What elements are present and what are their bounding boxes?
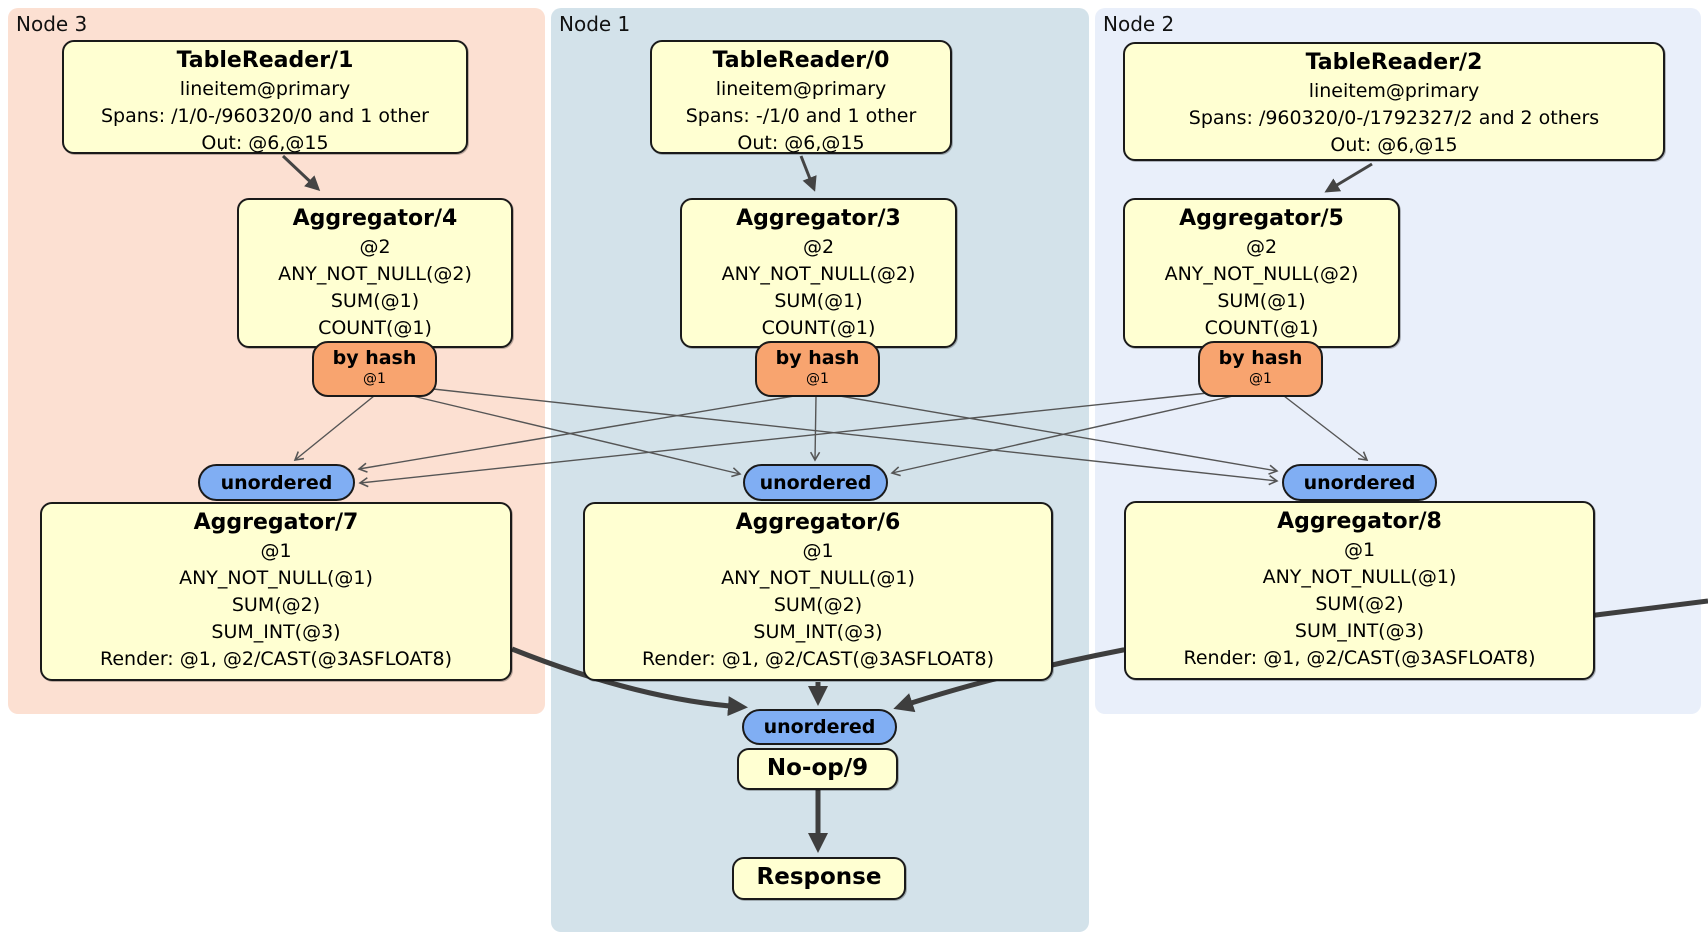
processor-row: SUM_INT(@3) <box>753 621 883 643</box>
router-label: by hash <box>775 347 860 369</box>
processor-row: @2 <box>802 236 835 258</box>
processor-row: lineitem@primary <box>179 78 351 100</box>
processor-row: SUM(@2) <box>773 594 863 616</box>
aggregator-6-box: Aggregator/6 @1 ANY_NOT_NULL(@1) SUM(@2)… <box>583 502 1053 681</box>
processor-row: ANY_NOT_NULL(@1) <box>721 567 915 589</box>
aggregator-4-box: Aggregator/4 @2 ANY_NOT_NULL(@2) SUM(@1)… <box>237 198 513 348</box>
noop-9-box: No-op/9 <box>737 748 898 790</box>
processor-row: Render: @1, @2/CAST(@3ASFLOAT8) <box>1183 647 1536 669</box>
processor-row: SUM_INT(@3) <box>211 621 341 643</box>
sync-label: unordered <box>759 471 872 494</box>
processor-title: Aggregator/8 <box>1277 509 1442 534</box>
edge-hash1-sync3 <box>357 395 795 473</box>
unordered-sync-final: unordered <box>742 709 897 745</box>
processor-row: @1 <box>802 540 834 562</box>
processor-row: SUM(@1) <box>774 290 863 312</box>
hash-router-node2: by hash @1 <box>1198 341 1323 397</box>
aggregator-3-box: Aggregator/3 @2 ANY_NOT_NULL(@2) SUM(@1)… <box>680 198 957 348</box>
edge-tr0-agg3 <box>799 155 817 192</box>
processor-title: TableReader/0 <box>712 48 890 73</box>
tablereader-0-box: TableReader/0 lineitem@primary Spans: -/… <box>650 40 952 154</box>
edge-tr2-agg5 <box>1324 162 1373 193</box>
aggregator-5-box: Aggregator/5 @2 ANY_NOT_NULL(@2) SUM(@1)… <box>1123 198 1400 348</box>
processor-row: lineitem@primary <box>715 78 887 100</box>
aggregator-7-box: Aggregator/7 @1 ANY_NOT_NULL(@1) SUM(@2)… <box>40 502 512 681</box>
router-label: by hash <box>1218 347 1303 369</box>
processor-row: Out: @6,@15 <box>737 132 865 154</box>
unordered-sync-node3: unordered <box>198 464 355 501</box>
unordered-sync-node1: unordered <box>743 464 888 501</box>
processor-row: COUNT(@1) <box>318 317 432 339</box>
processor-row: SUM(@1) <box>330 290 420 312</box>
node3-label: Node 3 <box>16 12 88 36</box>
processor-row: SUM_INT(@3) <box>1294 620 1425 642</box>
processor-row: Spans: /1/0-/960320/0 and 1 other <box>101 105 429 127</box>
edge-hash3-sync2 <box>423 387 1279 486</box>
router-label: by hash <box>332 347 417 369</box>
processor-title: Aggregator/3 <box>736 206 901 231</box>
processor-row: Out: @6,@15 <box>201 132 329 154</box>
edge-hash2-sync1 <box>890 393 1243 477</box>
processor-row: COUNT(@1) <box>1204 317 1319 339</box>
processor-row: Out: @6,@15 <box>1330 134 1458 156</box>
processor-row: ANY_NOT_NULL(@2) <box>721 263 916 285</box>
edge-hash3-sync3 <box>293 395 375 461</box>
processor-row: @1 <box>1343 539 1376 561</box>
processor-title: TableReader/1 <box>176 48 354 73</box>
processor-title: Aggregator/5 <box>1179 206 1344 231</box>
sync-label: unordered <box>1303 471 1416 494</box>
sync-label: unordered <box>220 471 333 494</box>
processor-row: COUNT(@1) <box>761 317 876 339</box>
processor-row: Render: @1, @2/CAST(@3ASFLOAT8) <box>100 648 452 670</box>
processor-row: lineitem@primary <box>1308 80 1480 102</box>
processor-row: @2 <box>1245 236 1278 258</box>
tablereader-1-box: TableReader/1 lineitem@primary Spans: /1… <box>62 40 468 154</box>
processor-title: Aggregator/7 <box>193 510 359 535</box>
unordered-sync-node2: unordered <box>1282 464 1437 501</box>
router-detail: @1 <box>1249 371 1272 387</box>
processor-row: Spans: -/1/0 and 1 other <box>685 105 917 127</box>
processor-row: SUM(@1) <box>1217 290 1306 312</box>
edge-hash2-sync2 <box>1283 395 1369 461</box>
edge-hash1-sync2 <box>839 395 1279 475</box>
edge-hash1-sync1 <box>809 395 821 462</box>
node2-label: Node 2 <box>1103 12 1175 36</box>
processor-title: No-op/9 <box>766 755 869 781</box>
tablereader-2-box: TableReader/2 lineitem@primary Spans: /9… <box>1123 42 1665 161</box>
node1-label: Node 1 <box>559 12 631 36</box>
aggregator-8-box: Aggregator/8 @1 ANY_NOT_NULL(@1) SUM(@2)… <box>1124 501 1595 680</box>
processor-row: ANY_NOT_NULL(@1) <box>179 567 373 589</box>
response-box: Response <box>732 857 906 900</box>
processor-title: TableReader/2 <box>1305 50 1483 75</box>
processor-row: ANY_NOT_NULL(@2) <box>1164 263 1359 285</box>
processor-row: SUM(@2) <box>231 594 321 616</box>
sync-label: unordered <box>763 716 876 738</box>
processor-title: Aggregator/6 <box>735 510 901 535</box>
processor-row: ANY_NOT_NULL(@2) <box>278 263 472 285</box>
processor-title: Aggregator/4 <box>292 206 458 231</box>
edge-agg7-finalsync <box>511 646 748 717</box>
processor-title: Response <box>756 864 882 890</box>
edge-tr1-agg4 <box>281 154 321 192</box>
edge-hash2-sync3 <box>358 389 1237 488</box>
router-detail: @1 <box>806 371 829 387</box>
router-detail: @1 <box>363 371 386 387</box>
processor-row: ANY_NOT_NULL(@1) <box>1262 566 1457 588</box>
processor-row: @2 <box>359 236 391 258</box>
processor-row: @1 <box>260 540 292 562</box>
hash-router-node3: by hash @1 <box>312 341 437 397</box>
processor-row: Render: @1, @2/CAST(@3ASFLOAT8) <box>642 648 994 670</box>
processor-row: Spans: /960320/0-/1792327/2 and 2 others <box>1188 107 1600 129</box>
processor-row: SUM(@2) <box>1315 593 1404 615</box>
hash-router-node1: by hash @1 <box>755 341 880 397</box>
